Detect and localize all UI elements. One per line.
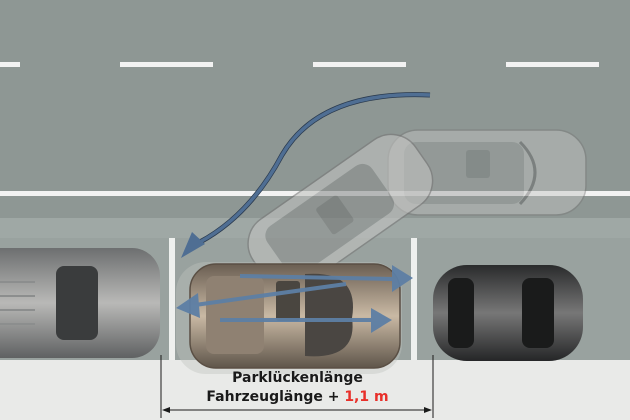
parking-marker-right xyxy=(411,238,417,360)
caption-gap-length: Parklückenlänge xyxy=(232,370,363,386)
caption-vehicle-length: Fahrzeuglänge + 1,1 m xyxy=(160,389,435,405)
ghost-car-approach xyxy=(387,129,587,216)
path-arrow-head xyxy=(181,232,205,258)
car-parked-front xyxy=(0,248,160,358)
maneuver-arrows xyxy=(176,265,413,333)
ghost-car-turning xyxy=(247,133,434,291)
parking-marker-left xyxy=(169,238,175,360)
caption-extra-value: 1,1 m xyxy=(344,389,389,405)
dashed-lane-line xyxy=(0,62,599,67)
caption-prefix: Fahrzeuglänge + xyxy=(206,389,345,405)
car-parked-rear xyxy=(433,265,583,361)
dimension-line xyxy=(160,355,434,418)
